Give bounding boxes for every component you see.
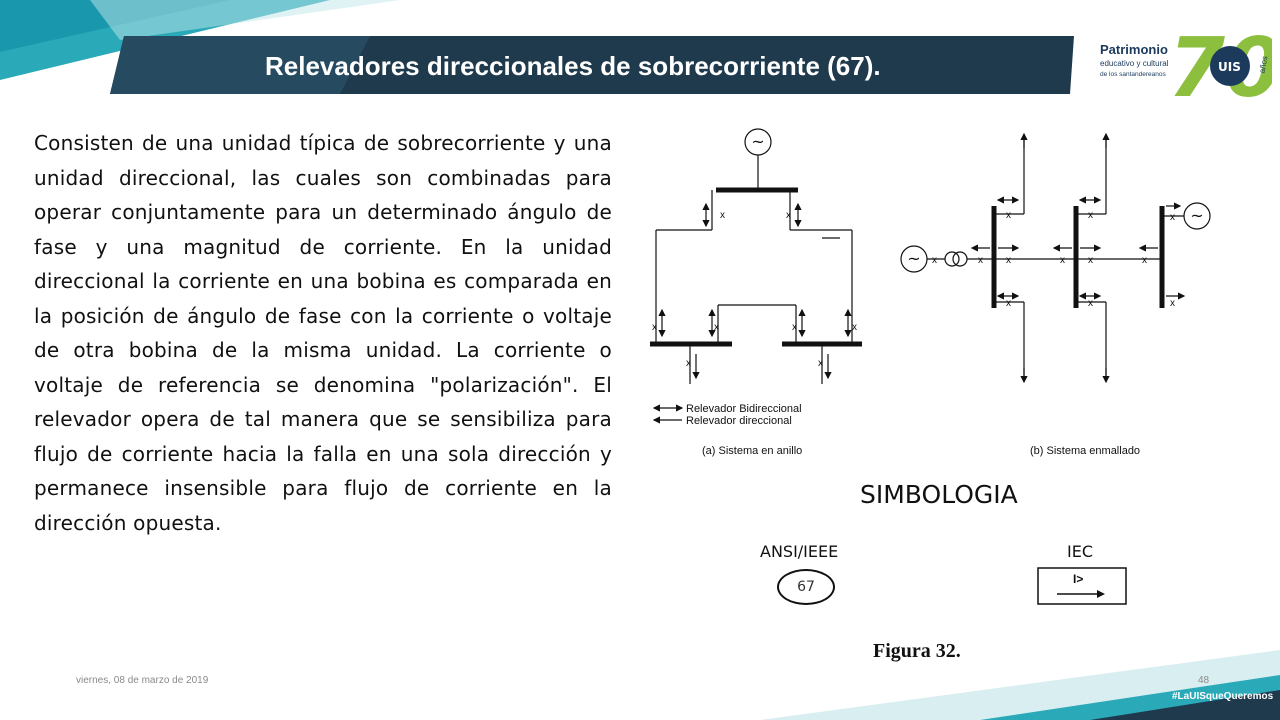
svg-text:x: x [720,210,725,221]
svg-text:x: x [818,358,823,369]
logo-patrimonio-line3: de los santandereanos [1100,71,1167,78]
footer-hashtag: #LaUISqueQueremos [1172,691,1274,702]
svg-text:x: x [932,255,937,266]
svg-text:x: x [1170,212,1175,223]
caption-mesh-system: (b) Sistema enmallado [1030,445,1140,457]
svg-text:x: x [1170,298,1175,309]
svg-text:x: x [1088,255,1093,266]
logo-patrimonio-line2: educativo y cultural [1100,59,1169,68]
svg-text:x: x [1006,298,1011,309]
ansi-67-symbol: 67 [777,569,835,605]
symbology-heading: SIMBOLOGIA [860,480,1018,509]
page-number: 48 [1198,675,1210,686]
ring-generator-icon-glyph: ~ [751,132,764,151]
bottom-right-decoration [760,650,1280,720]
svg-text:x: x [652,322,657,333]
footer-date: viernes, 08 de marzo de 2019 [76,675,209,686]
logo-uis-monogram: UIS [1218,60,1241,74]
legend-bidirectional: Relevador Bidireccional [686,403,802,415]
svg-text:x: x [1006,255,1011,266]
svg-text:x: x [786,210,791,221]
svg-text:x: x [852,322,857,333]
svg-text:x: x [1006,210,1011,221]
logo-anos-word: años [1258,55,1270,74]
logo-patrimonio-name: Patrimonio [1100,42,1168,57]
patrimonio-logo: Patrimonio educativo y cultural de los s… [1100,42,1169,78]
relay-network-diagram: ~ x x x x [640,118,1216,470]
svg-text:x: x [686,358,691,369]
svg-text:x: x [792,322,797,333]
iec-label: IEC [1067,542,1093,561]
svg-text:x: x [1060,255,1065,266]
mesh-generator-left-icon-glyph: ~ [907,249,920,268]
mesh-generator-right-icon-glyph: ~ [1190,206,1203,225]
caption-ring-system: (a) Sistema en anillo [702,445,802,457]
svg-text:x: x [1142,255,1147,266]
slide-title: Relevadores direccionales de sobrecorrie… [265,51,881,81]
body-paragraph: Consisten de una unidad típica de sobrec… [34,131,612,535]
figure-caption: Figura 32. [873,640,961,662]
title-bar [110,36,1074,94]
ansi-ieee-label: ANSI/IEEE [760,542,839,561]
uis-70-anos-logo: 70 UIS años [1168,21,1272,110]
svg-text:x: x [978,255,983,266]
iec-directional-symbol: I> [1037,567,1127,605]
svg-text:x: x [1088,210,1093,221]
iec-symbol-code: I> [1073,572,1083,586]
svg-text:x: x [714,322,719,333]
svg-text:x: x [1088,298,1093,309]
legend-directional: Relevador direccional [686,415,792,427]
